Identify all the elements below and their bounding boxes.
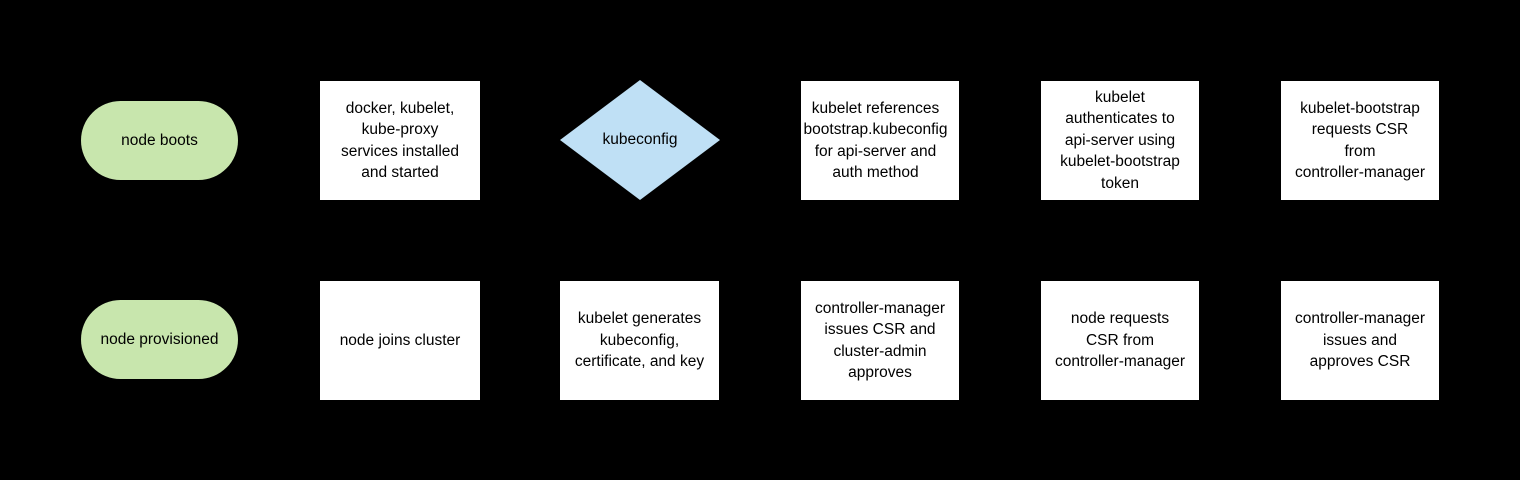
flow-node-label: node joins cluster <box>339 331 461 349</box>
flow-node-label: kubelet authenticates to api-server usin… <box>1060 88 1180 192</box>
flow-node-kubelet-generates[interactable]: kubelet generates kubeconfig, certificat… <box>560 281 719 400</box>
flow-node-node-boots[interactable]: node boots <box>81 101 238 180</box>
flow-node-label: kubeconfig <box>602 131 678 149</box>
flow-node-kubeconfig-decision[interactable]: kubeconfig <box>560 80 720 200</box>
flow-node-kubelet-authenticates[interactable]: kubelet authenticates to api-server usin… <box>1041 81 1199 200</box>
flow-node-label: node requests CSR from controller-manage… <box>1054 310 1186 371</box>
flow-node-label: node boots <box>121 131 198 149</box>
flow-node-cm-issues-csr[interactable]: controller-manager issues CSR and cluste… <box>801 281 959 400</box>
flow-node-cm-issues-approves[interactable]: controller-manager issues and approves C… <box>1281 281 1439 400</box>
flow-node-kubelet-references-bootstrap[interactable]: kubelet references bootstrap.kubeconfig … <box>801 81 959 200</box>
flow-node-node-provisioned[interactable]: node provisioned <box>81 300 238 379</box>
flow-node-label: kubelet references bootstrap.kubeconfig … <box>803 99 948 182</box>
flow-node-services-installed[interactable]: docker, kubelet, kube-proxy services ins… <box>320 81 480 200</box>
flow-node-bootstrap-requests-csr[interactable]: kubelet-bootstrap requests CSR from cont… <box>1281 81 1439 200</box>
flow-node-node-joins-cluster[interactable]: node joins cluster <box>320 281 480 400</box>
flow-node-label: docker, kubelet, kube-proxy services ins… <box>340 99 460 182</box>
diamond-shape-icon <box>560 80 720 200</box>
flow-node-label: kubelet-bootstrap requests CSR from cont… <box>1294 99 1426 182</box>
flow-node-label: kubelet generates kubeconfig, certificat… <box>574 310 705 371</box>
flow-node-label: controller-manager issues CSR and cluste… <box>814 299 946 382</box>
flow-node-label: node provisioned <box>100 330 219 348</box>
flow-node-label: controller-manager issues and approves C… <box>1294 310 1426 371</box>
flow-node-node-requests-csr[interactable]: node requests CSR from controller-manage… <box>1041 281 1199 400</box>
